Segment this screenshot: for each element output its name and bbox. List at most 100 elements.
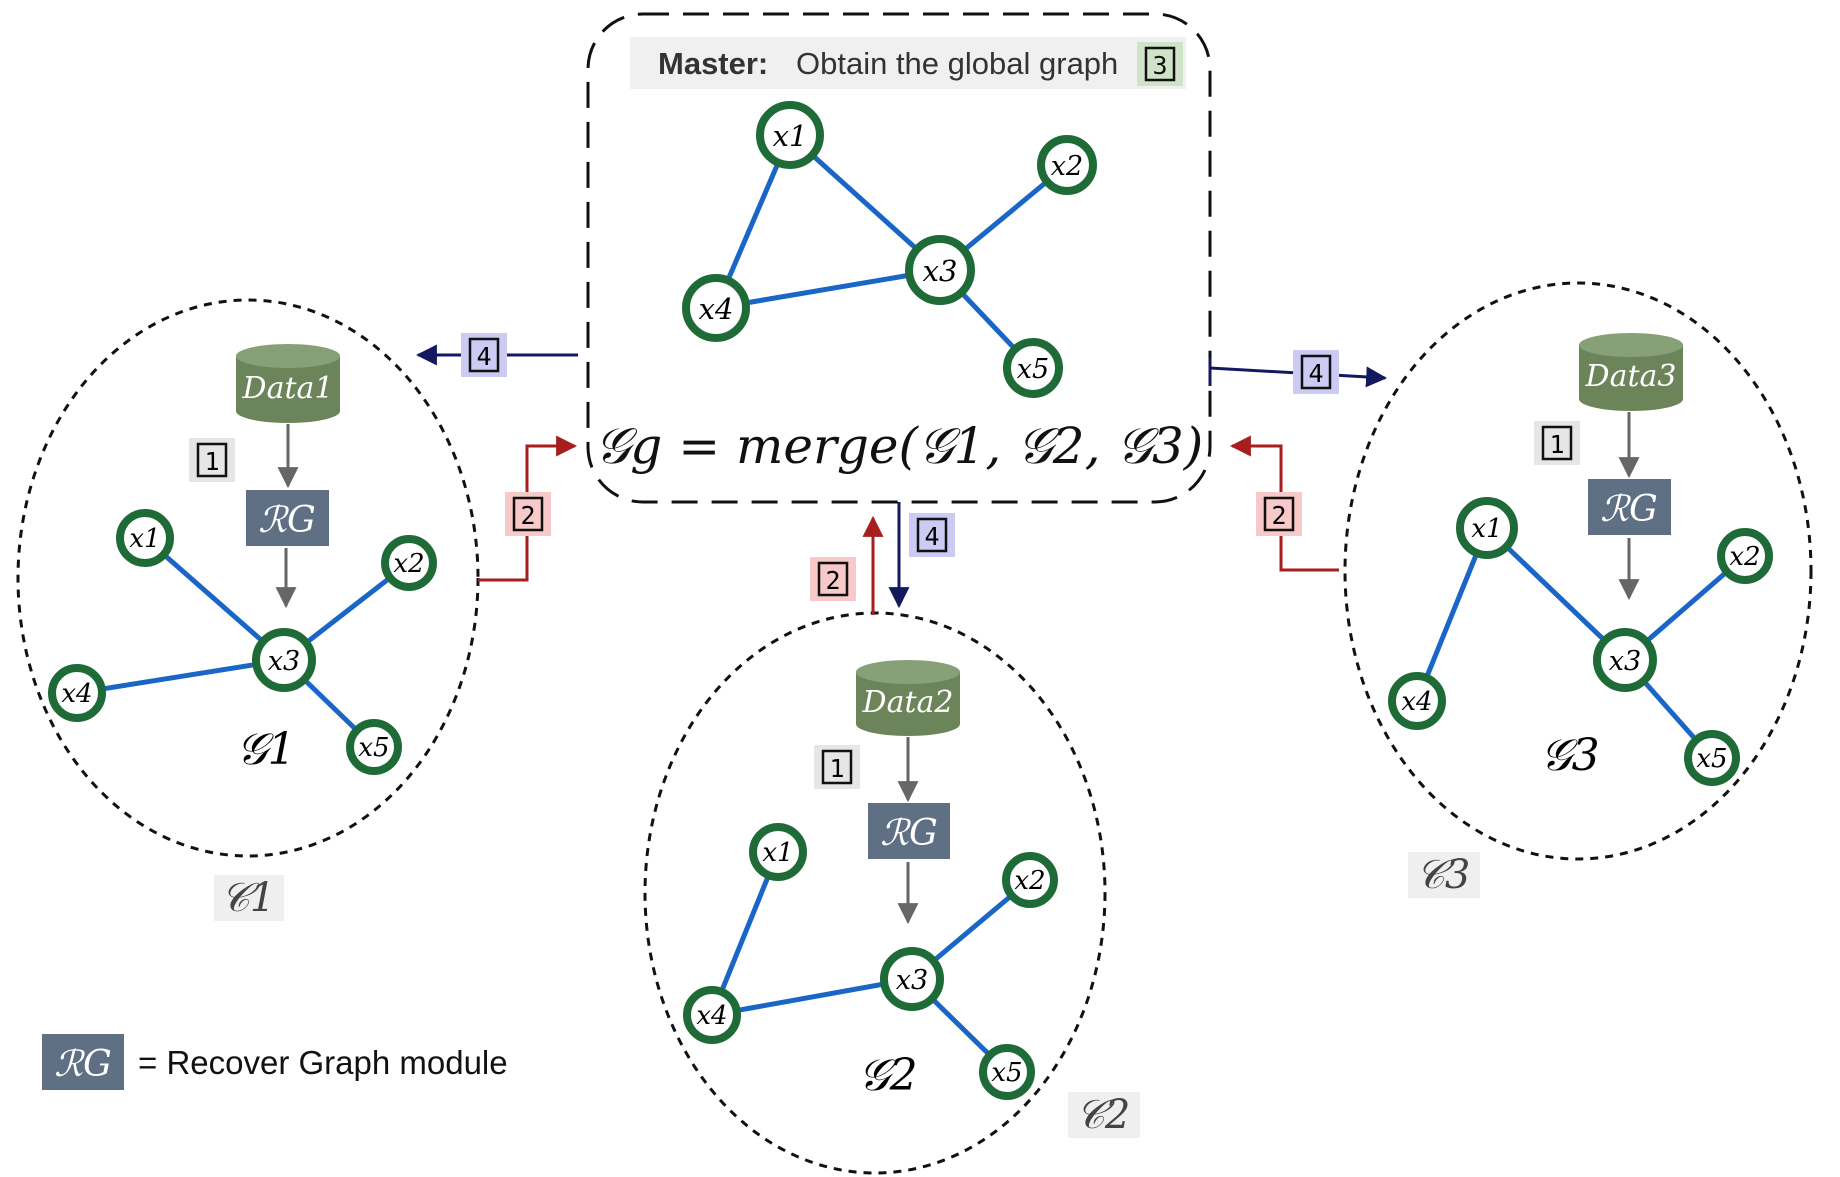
c1-data-cylinder: Data1: [236, 344, 340, 423]
c1-node-x5: x5: [346, 719, 402, 775]
c2-data-cylinder: Data2: [856, 660, 960, 736]
c3-recover-graph-module: ℛG: [1588, 479, 1671, 535]
svg-text:1: 1: [829, 754, 844, 783]
master-panel: Master: Obtain the global graph 3 x1 x2 …: [586, 12, 1212, 504]
c1-graph-edges: [76, 536, 411, 749]
c1-recover-graph-module: ℛG: [246, 490, 329, 546]
client-c3-boundary: [1343, 281, 1813, 861]
svg-text:x4: x4: [61, 679, 92, 709]
svg-text:1: 1: [204, 447, 219, 476]
svg-text:x2: x2: [1051, 151, 1083, 182]
svg-text:x5: x5: [1017, 354, 1049, 385]
master-dashed-border: [586, 12, 1212, 504]
master-node-x4: x4: [682, 274, 750, 342]
svg-text:x3: x3: [268, 646, 300, 677]
c3-data-cylinder: Data3: [1579, 333, 1683, 411]
c3-graph-label: 𝒢3: [1540, 730, 1599, 781]
c3-graph-edges: [1414, 526, 1747, 760]
master-title-bold: Master:: [658, 46, 768, 81]
svg-text:4: 4: [476, 342, 491, 371]
master-graph-nodes: x1 x2 x3 x4 x5: [682, 101, 1097, 398]
c3-label-bg: [1408, 852, 1480, 898]
c2-step2-badge: 2: [810, 557, 856, 601]
master-edge-x3-x4: [713, 267, 943, 311]
master-node-x5: x5: [1003, 338, 1063, 398]
c2-graph-nodes: x1 x2 x3 x4 x5: [683, 823, 1058, 1100]
c3-step1-badge: 1: [1534, 421, 1580, 465]
client-c2: Data2 1 ℛG x1 x2 x3 x4 x5 𝒢2 𝒞2: [643, 611, 1140, 1175]
c2-node-x4: x4: [683, 986, 741, 1044]
legend-text: = Recover Graph module: [138, 1044, 508, 1081]
c3-graph-nodes: x1 x2 x3 x4 x5: [1388, 497, 1773, 786]
svg-text:x1: x1: [129, 524, 160, 554]
svg-text:x3: x3: [923, 254, 958, 288]
c2-step4-badge: 4: [909, 513, 955, 557]
client-c1: Data1 1 ℛG x1 x2 x3 x4 x5 𝒢1 𝒞1: [16, 298, 480, 921]
svg-text:x5: x5: [358, 733, 389, 763]
svg-text:x1: x1: [762, 838, 793, 868]
svg-text:ℛG: ℛG: [54, 1044, 111, 1085]
svg-text:ℛG: ℛG: [258, 500, 315, 541]
c3-node-x5: x5: [1684, 730, 1740, 786]
svg-text:x1: x1: [1471, 514, 1502, 544]
c2-graph-edges: [709, 851, 1032, 1074]
svg-text:4: 4: [924, 522, 939, 551]
c2-node-x5: x5: [979, 1044, 1035, 1100]
c3-node-x1: x1: [1456, 497, 1518, 559]
svg-text:1: 1: [1549, 430, 1564, 459]
svg-text:2: 2: [1271, 501, 1286, 530]
master-graph-edges: [713, 132, 1070, 371]
svg-text:x5: x5: [1696, 744, 1727, 774]
c1-graph-nodes: x1 x2 x3 x4 x5: [48, 509, 437, 775]
svg-text:x2: x2: [1729, 542, 1760, 572]
svg-text:Data3: Data3: [1585, 359, 1677, 394]
c1-step1-badge: 1: [189, 438, 235, 482]
c1-label-bg: [214, 875, 284, 921]
legend: ℛG = Recover Graph module: [42, 1034, 508, 1090]
svg-text:x4: x4: [699, 292, 734, 326]
svg-text:Data1: Data1: [242, 371, 334, 406]
c1-node-x4: x4: [48, 664, 106, 722]
c2-node-x2: x2: [1002, 852, 1058, 908]
client-c2-boundary: [643, 611, 1107, 1175]
svg-text:x2: x2: [1014, 866, 1045, 896]
c1-node-x2: x2: [381, 535, 437, 591]
svg-text:3: 3: [1152, 51, 1167, 80]
c1-client-label: 𝒞1: [221, 875, 276, 921]
c1-step2-badge: 2: [505, 492, 551, 536]
svg-text:ℛG: ℛG: [880, 813, 937, 854]
svg-text:ℛG: ℛG: [1600, 489, 1657, 530]
svg-text:x4: x4: [1401, 687, 1432, 717]
master-node-x1: x1: [756, 101, 824, 169]
c1-graph-label: 𝒢1: [236, 724, 295, 775]
svg-text:x4: x4: [696, 1001, 727, 1031]
client-c1-boundary: [16, 298, 480, 858]
c1-step4-badge: 4: [461, 333, 507, 377]
c2-step1-badge: 1: [814, 745, 860, 789]
svg-text:x1: x1: [773, 119, 808, 153]
step3-badge: 3: [1137, 42, 1183, 86]
svg-text:2: 2: [520, 501, 535, 530]
c3-step2-badge: 2: [1256, 492, 1302, 536]
svg-text:Data2: Data2: [862, 685, 954, 720]
merge-formula: 𝒢g = merge(𝒢1, 𝒢2, 𝒢3): [595, 417, 1204, 475]
master-title-bg: [630, 37, 1186, 89]
svg-text:x3: x3: [896, 965, 928, 996]
legend-module-swatch: ℛG: [42, 1034, 124, 1090]
c2-graph-label: 𝒢2: [858, 1050, 917, 1101]
c1-node-x1: x1: [116, 509, 174, 567]
c2-client-label: 𝒞2: [1076, 1092, 1131, 1138]
c2-label-bg: [1068, 1092, 1140, 1138]
c1-node-x3: x3: [252, 628, 316, 692]
c3-node-x2: x2: [1717, 528, 1773, 584]
c3-step4-badge: 4: [1293, 350, 1339, 394]
master-node-x3: x3: [905, 235, 975, 305]
svg-text:x2: x2: [393, 549, 424, 579]
c3-node-x3: x3: [1593, 628, 1657, 692]
client-c3: Data3 1 ℛG x1 x2 x3 x4 x5 𝒢3 𝒞3: [1343, 281, 1813, 898]
master-node-x2: x2: [1037, 135, 1097, 195]
c2-node-x1: x1: [749, 823, 807, 881]
svg-text:x3: x3: [1609, 646, 1641, 677]
c2-node-x3: x3: [880, 947, 944, 1011]
